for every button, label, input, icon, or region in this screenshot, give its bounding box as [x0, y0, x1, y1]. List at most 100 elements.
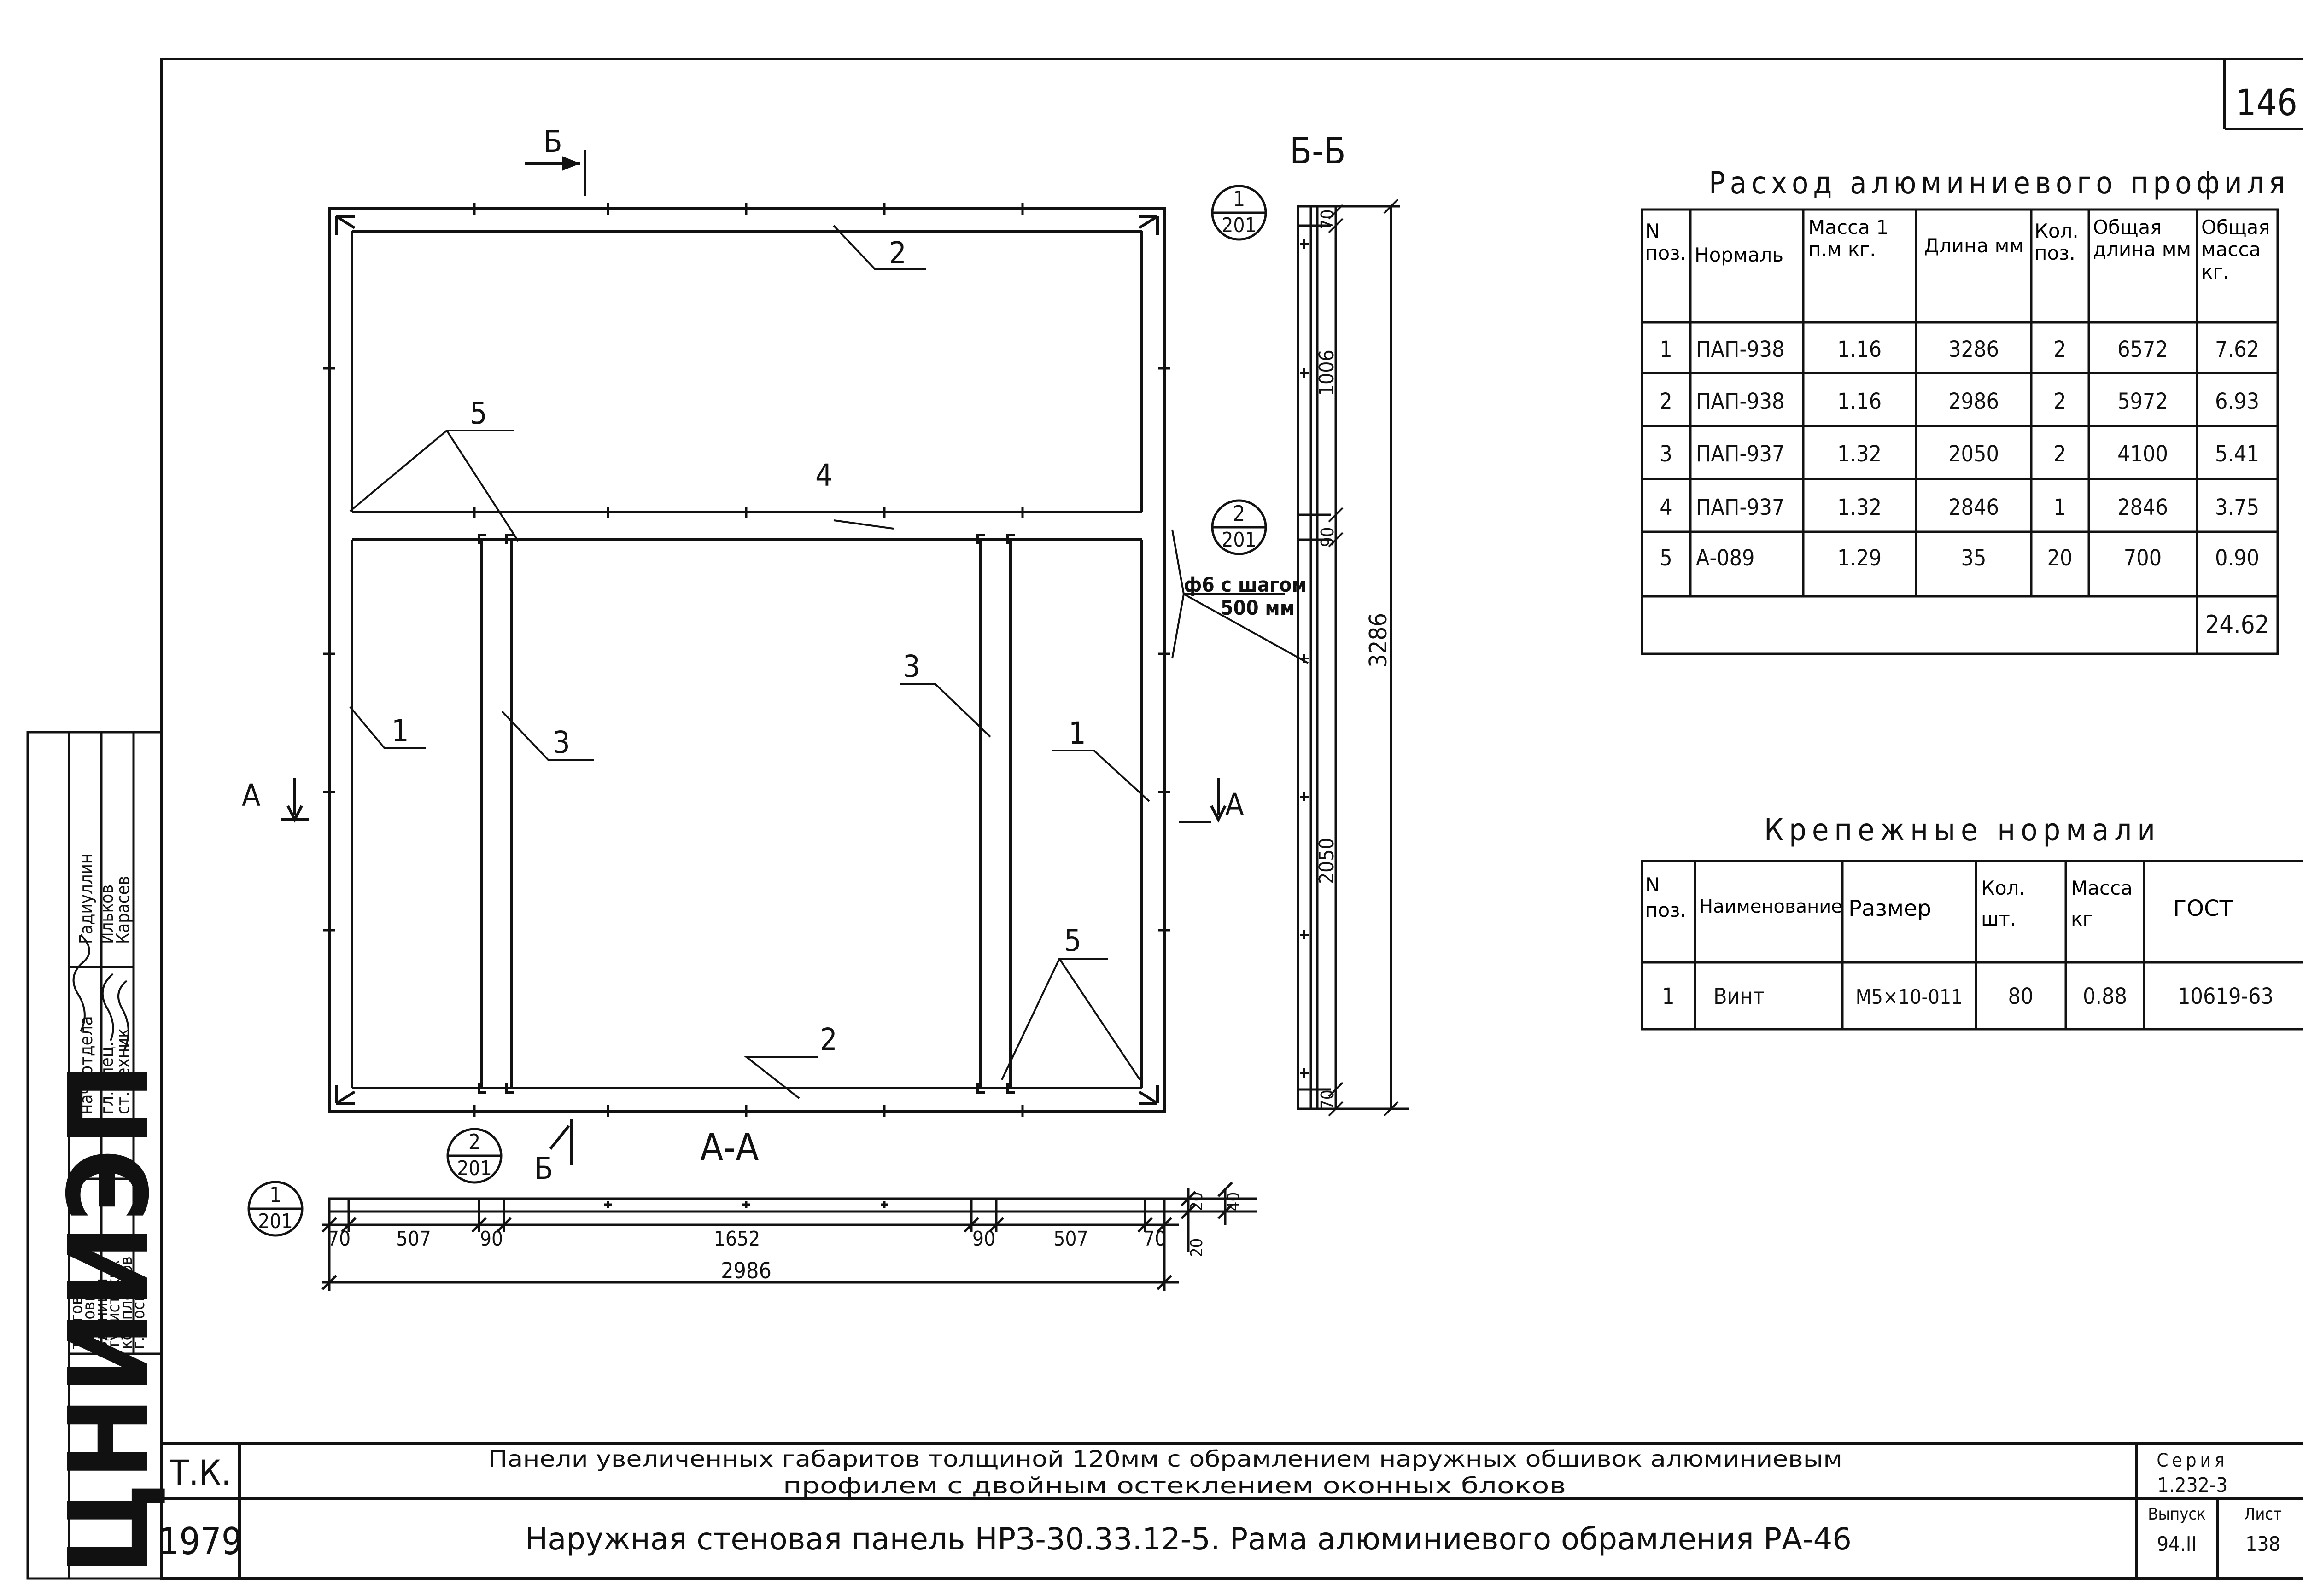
- cell: ПАП-938: [1696, 337, 1785, 362]
- dim-v-top-70: 70: [1317, 210, 1338, 230]
- dim-h-70-right: 70: [1143, 1227, 1166, 1251]
- fastener-table-grid: [1641, 860, 2303, 1031]
- header-qty: Кол. поз.: [2034, 220, 2079, 265]
- profile-table-row-3: 3 ПАП-937 1.32 2050 2 4100 5.41: [1660, 441, 2259, 467]
- dim-profile-20-top: 20: [1187, 1192, 1206, 1211]
- cell: 7.62: [2215, 337, 2259, 362]
- header-mass: Масса кг: [2071, 877, 2133, 931]
- org-line-2: бытовых: [80, 1281, 99, 1349]
- callout-circles: [247, 185, 1267, 1237]
- cell: 1: [1662, 984, 1674, 1009]
- cell: 1.32: [1837, 441, 1882, 467]
- dim-v-overall: 3286: [1365, 613, 1392, 668]
- profile-table-row-5: 5 А-089 1.29 35 20 700 0.90: [1660, 545, 2259, 571]
- cell: 4: [1660, 495, 1672, 520]
- cell: 2: [1660, 389, 1672, 414]
- cell: 5: [1660, 545, 1672, 571]
- section-bb-profile: [1297, 205, 1409, 1110]
- frame-elevation: [328, 207, 1166, 1113]
- section-aa-label: А-А: [700, 1126, 759, 1170]
- section-aa-profile: [321, 1182, 1257, 1291]
- cell: 1.32: [1837, 495, 1882, 520]
- callout-bottom-ref: 201: [457, 1157, 492, 1180]
- section-bb-label: Б-Б: [1290, 131, 1346, 172]
- drawing-title: Наружная стеновая панель НРЗ-30.33.12-5.…: [525, 1521, 1852, 1557]
- sheet-value: 138: [2245, 1532, 2280, 1556]
- cell: 6572: [2117, 337, 2168, 362]
- callout-top-ref: 201: [1222, 214, 1257, 237]
- title-description-line1: Панели увеличенных габаритов толщиной 12…: [488, 1446, 1842, 1472]
- header-total-length: Общая длина мм: [2093, 216, 2192, 261]
- callout-mid-num: 2: [1233, 501, 1245, 526]
- fastener-table-title: Крепежные нормали: [1764, 812, 2161, 848]
- issue-label: Выпуск: [2148, 1505, 2206, 1524]
- dim-h-overall: 2986: [721, 1258, 772, 1284]
- dim-h-507-right: 507: [1053, 1227, 1088, 1251]
- series-value: 1.232-3: [2157, 1474, 2228, 1497]
- cell: ПАП-938: [1696, 389, 1785, 414]
- cell: 1: [1660, 337, 1672, 362]
- dim-h-90-left: 90: [480, 1227, 503, 1251]
- position-leaders: [349, 225, 1150, 1099]
- cut-markers: [281, 150, 1227, 1165]
- stamp-role-head: нач. отдела: [76, 1016, 96, 1114]
- cell: 35: [1961, 545, 1987, 571]
- pos-label-5-bottom: 5: [1064, 923, 1081, 958]
- cell: 0.90: [2215, 545, 2259, 571]
- header-gost: ГОСТ: [2173, 896, 2233, 921]
- org-line-3: зданий и: [92, 1278, 111, 1349]
- cut-letter-a-right: А: [1225, 787, 1244, 822]
- cell: 2846: [2117, 495, 2168, 520]
- header-pos: N поз.: [1645, 220, 1686, 265]
- signature-marks: [72, 934, 129, 1050]
- pitch-note-line1: ф6 с шагом: [1184, 573, 1307, 597]
- cell: Винт: [1713, 984, 1765, 1009]
- dim-profile-40: 40: [1224, 1192, 1243, 1211]
- dim-h-90-right: 90: [972, 1227, 995, 1251]
- pitch-note-leaders: [1171, 529, 1309, 664]
- title-description-line2: профилем с двойным остеклением оконных б…: [783, 1473, 1566, 1499]
- dim-h-507-left: 507: [396, 1227, 431, 1251]
- cell: 1.29: [1837, 545, 1882, 571]
- sheet-label: Лист: [2244, 1505, 2282, 1524]
- fastener-table-headers: N поз. Наименование Размер Кол. шт. Масс…: [1645, 874, 2233, 931]
- cell: 700: [2124, 545, 2162, 571]
- title-code: Т.К.: [169, 1452, 231, 1493]
- cell: 2: [2053, 337, 2066, 362]
- cell: 2: [2053, 389, 2066, 414]
- pos-label-4: 4: [815, 458, 833, 493]
- callout-mid-ref: 201: [1222, 528, 1257, 552]
- cell: 2846: [1948, 495, 1999, 520]
- cell: ПАП-937: [1696, 441, 1785, 467]
- cell: 5972: [2117, 389, 2168, 414]
- pos-label-1-right: 1: [1069, 716, 1086, 751]
- cell: 3286: [1948, 337, 1999, 362]
- side-stamp: нач. отдела гл. спец. ст. техник Гадиулл…: [26, 731, 174, 1580]
- issue-value: 94.II: [2157, 1532, 2197, 1556]
- org-line-1: торговo-: [67, 1281, 86, 1349]
- pos-label-3-right: 3: [903, 649, 920, 684]
- header-pos: N поз.: [1645, 874, 1686, 921]
- cell: 4100: [2117, 441, 2168, 467]
- dim-v-2050: 2050: [1315, 838, 1339, 884]
- pos-label-2-top: 2: [889, 235, 906, 271]
- org-line-6: г. Москва: [129, 1275, 148, 1349]
- cell: 0.88: [2083, 984, 2127, 1009]
- stamp-name-head: Гадиуллин: [76, 854, 96, 944]
- cut-letter-b-bottom: Б: [534, 1151, 553, 1186]
- cell: 80: [2008, 984, 2034, 1009]
- profile-table-row-2: 2 ПАП-938 1.16 2986 2 5972 6.93: [1660, 389, 2259, 414]
- stamp-role-specialist: гл. спец.: [97, 1042, 117, 1114]
- header-total-mass: Общая масса кг.: [2201, 216, 2270, 283]
- org-line-5: комплексов: [117, 1256, 136, 1349]
- profile-table-grid: [1641, 208, 2279, 655]
- org-line-4: туристских: [105, 1260, 123, 1349]
- header-size: Размер: [1848, 896, 1932, 921]
- profile-table-title: Расход алюминиевого профиля: [1709, 165, 2290, 201]
- pos-label-5-top: 5: [470, 396, 487, 431]
- title-year: 1979: [158, 1520, 242, 1563]
- dim-v-1006: 1006: [1315, 349, 1339, 396]
- cut-arrow-top: [562, 156, 580, 171]
